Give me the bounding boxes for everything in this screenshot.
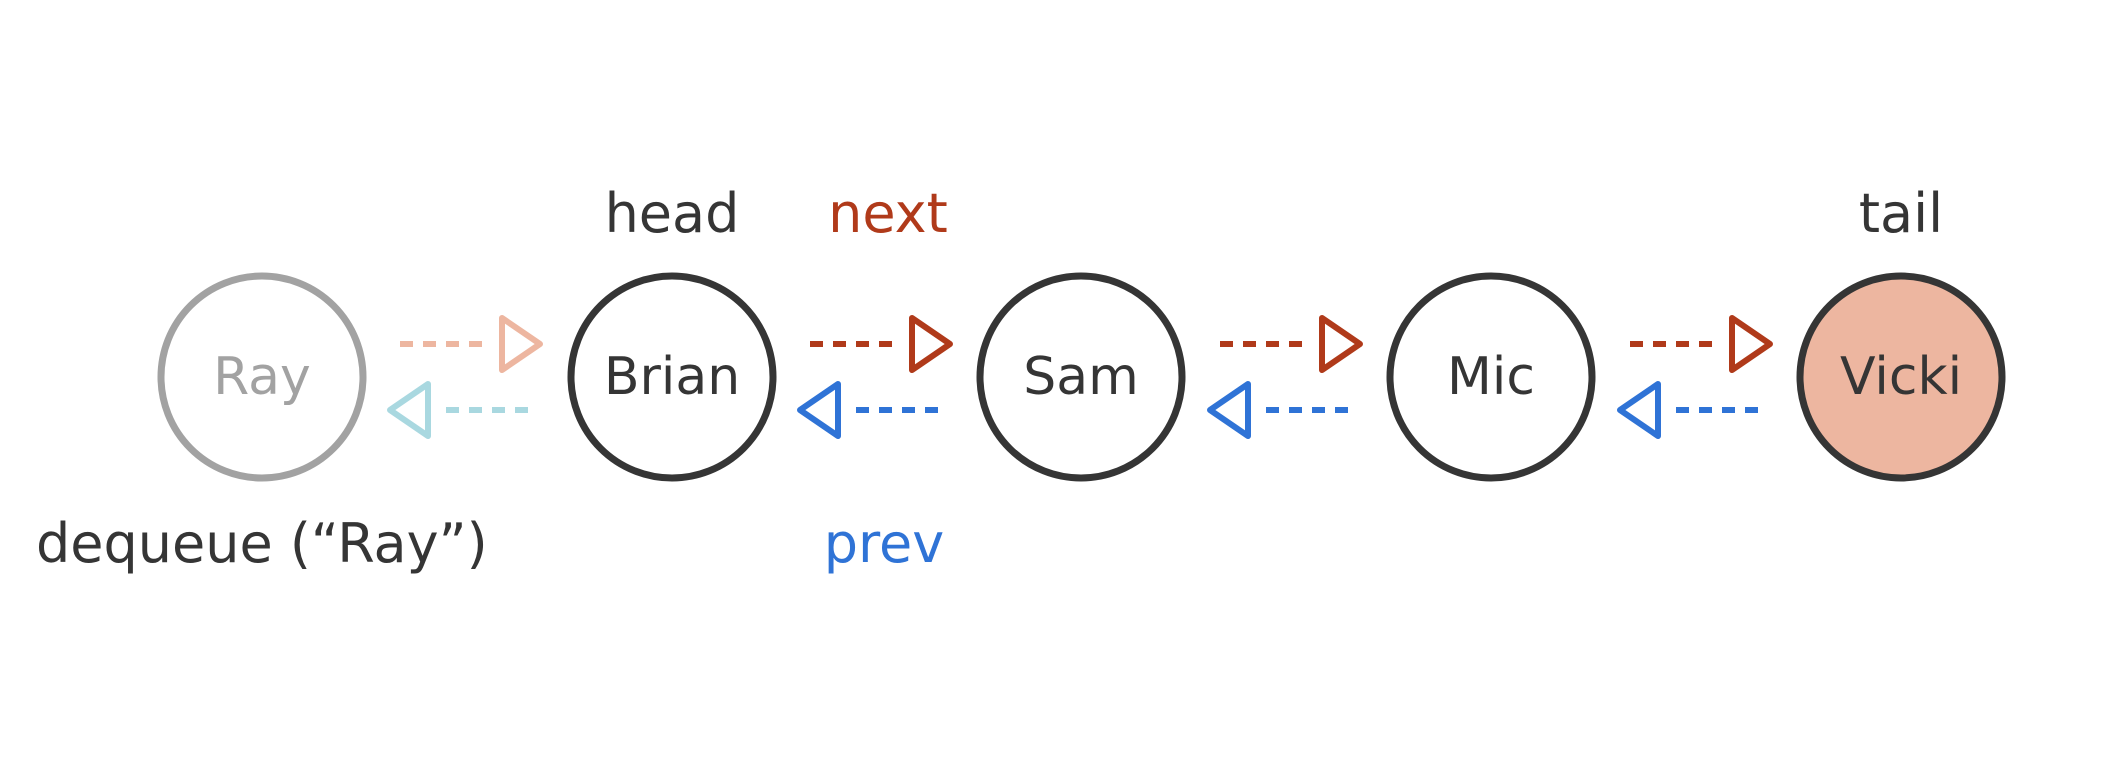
node-vicki-label: Vicki [1840, 347, 1962, 407]
node-mic-label: Mic [1447, 347, 1535, 407]
next-arrow-head [1729, 315, 1773, 373]
node-brian-circle [567, 272, 777, 482]
node-mic: Mic [1386, 272, 1596, 482]
prev-arrow-head [1617, 381, 1661, 439]
node-brian: Brian [567, 272, 777, 482]
link-sam-mic [1207, 315, 1363, 439]
node-sam-label: Sam [1023, 347, 1139, 407]
next-arrow-head [909, 315, 953, 373]
node-vicki: Vicki [1796, 272, 2006, 482]
prev-arrow-head [1207, 381, 1251, 439]
prev-arrow-head [797, 381, 841, 439]
node-sam-circle [976, 272, 1186, 482]
node-brian-label: Brian [604, 347, 740, 407]
node-sam: Sam [976, 272, 1186, 482]
next-arrow-head [499, 315, 543, 373]
link-mic-vicki [1617, 315, 1773, 439]
node-vicki-circle [1796, 272, 2006, 482]
node-ray: Ray [157, 272, 367, 482]
link-brian-sam [797, 315, 953, 439]
prev-label: prev [824, 512, 944, 575]
node-ray-circle [157, 272, 367, 482]
dequeue-operation-label: dequeue (“Ray”) [36, 512, 488, 575]
head-label: head [605, 182, 740, 245]
tail-label: tail [1859, 182, 1943, 245]
next-arrow-head [1319, 315, 1363, 373]
node-ray-label: Ray [213, 347, 311, 407]
prev-arrow-head [387, 381, 431, 439]
node-mic-circle [1386, 272, 1596, 482]
next-label: next [828, 182, 948, 245]
link-ray-brian [387, 315, 543, 439]
